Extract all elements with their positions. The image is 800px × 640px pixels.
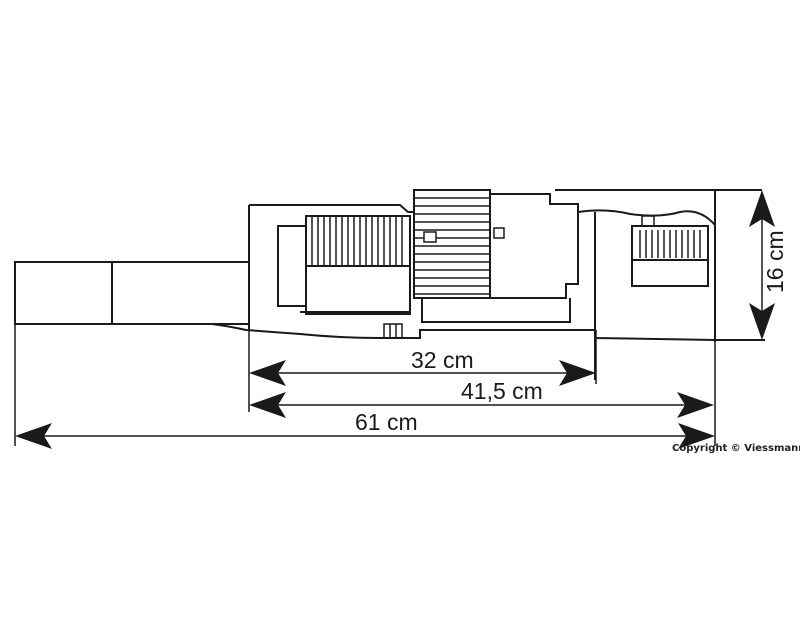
dimension-16cm — [749, 190, 775, 340]
right-building — [631, 215, 709, 287]
dimension-32cm — [249, 330, 597, 386]
main-baseplate — [211, 204, 716, 412]
left-building-roof-lines — [311, 216, 403, 266]
right-baseplate-section — [555, 189, 765, 380]
dimension-label-61cm: 61 cm — [355, 409, 418, 435]
dimension-label-41-5cm: 41,5 cm — [461, 378, 543, 404]
dimension-41-5cm — [249, 392, 714, 418]
dimension-61cm — [14, 262, 716, 449]
left-building — [277, 215, 411, 339]
central-building-roof-lines — [414, 197, 490, 295]
left-extension-module — [14, 261, 250, 325]
right-building-roof-lines — [639, 230, 701, 258]
copyright-notice: Copyright © Viessmann — [672, 443, 800, 454]
central-building — [413, 189, 579, 323]
dimension-label-32cm: 32 cm — [411, 347, 474, 373]
dimension-label-16cm: 16 cm — [762, 230, 788, 293]
